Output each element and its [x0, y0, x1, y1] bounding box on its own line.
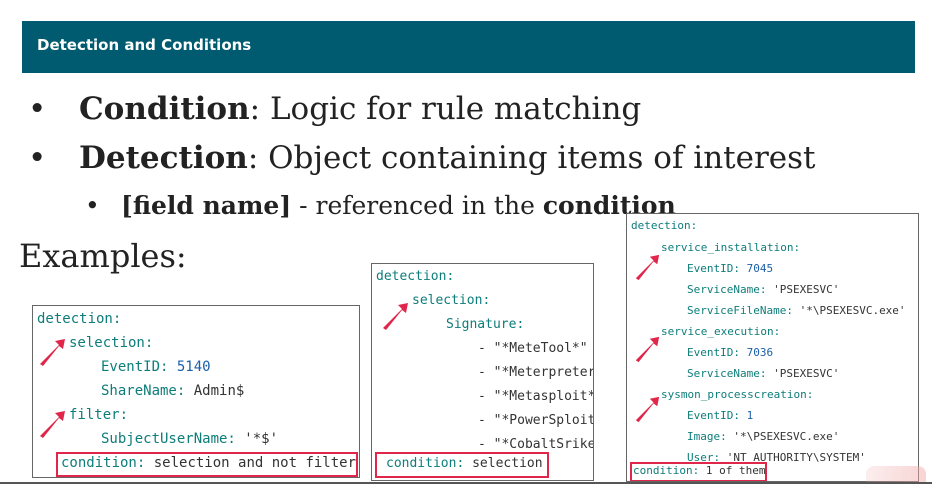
code-value: '*$'	[244, 431, 279, 447]
arrow-icon	[635, 336, 660, 363]
code-box-share-access: detection: selection: EventID: 5140 Shar…	[32, 305, 360, 478]
code-key: sysmon_processcreation:	[661, 388, 814, 401]
code-key: detection:	[37, 311, 122, 327]
code-key: EventID:	[101, 359, 169, 375]
code-key: detection:	[631, 219, 698, 232]
code-key: service_execution:	[661, 325, 781, 338]
code-value: - "*PowerSploit*"	[478, 413, 594, 428]
code-key: ServiceName:	[687, 283, 767, 296]
code-key: User:	[687, 451, 721, 464]
bullet-dot: •	[85, 191, 100, 220]
bullet-term: Condition	[79, 91, 250, 127]
code-value: 'PSEXESVC'	[773, 283, 840, 296]
watermark-logo	[866, 466, 926, 482]
condition-highlight	[375, 452, 549, 478]
code-value: 'NT AUTHORITY\SYSTEM'	[726, 451, 866, 464]
code-key: ServiceFileName:	[687, 304, 793, 317]
code-box-psexec: detection: service_installation: EventID…	[626, 213, 919, 482]
code-key: Signature:	[446, 317, 525, 332]
bullet-term: [field name]	[121, 191, 292, 220]
code-value: '*\PSEXESVC.exe'	[799, 304, 906, 317]
code-key: selection:	[69, 335, 154, 351]
code-value: - "*Metasploit*"	[478, 389, 594, 404]
code-value: 1	[746, 409, 754, 422]
code-key: condition:	[633, 464, 700, 477]
code-key: SubjectUserName:	[101, 431, 236, 447]
code-key: Image:	[687, 430, 727, 443]
arrow-icon	[40, 339, 65, 366]
code-value: 7045	[746, 262, 774, 275]
code-key: detection:	[376, 269, 455, 284]
code-value: selection	[472, 456, 543, 471]
condition-highlight	[630, 462, 767, 481]
code-value: selection and not filter	[153, 455, 357, 471]
code-key: condition:	[386, 456, 465, 471]
bottom-divider	[0, 482, 932, 484]
code-key: service_installation:	[661, 241, 801, 254]
bullet-text: - referenced in the	[291, 191, 543, 220]
slide-header: Detection and Conditions	[22, 21, 915, 73]
examples-label: Examples:	[19, 237, 187, 275]
code-value: 'PSEXESVC'	[773, 367, 840, 380]
bullet-text: : Logic for rule matching	[249, 91, 642, 127]
code-value: 5140	[176, 359, 211, 375]
arrow-icon	[635, 396, 660, 423]
arrow-icon	[635, 254, 660, 281]
code-value: 1 of them	[705, 464, 766, 477]
slide-title: Detection and Conditions	[37, 36, 252, 54]
arrow-icon	[40, 411, 65, 438]
bullet-condition: • Condition: Logic for rule matching	[28, 94, 641, 125]
code-key: EventID:	[687, 262, 740, 275]
code-value: '*\PSEXESVC.exe'	[733, 430, 840, 443]
bullet-detection: • Detection: Object containing items of …	[28, 143, 816, 174]
condition-highlight	[56, 452, 358, 477]
code-value: - "*CobaltSrike*"	[478, 437, 594, 452]
code-key: filter:	[69, 407, 129, 423]
arrow-icon	[383, 303, 408, 330]
bullet-dot: •	[28, 91, 47, 127]
code-key: condition:	[61, 455, 146, 471]
code-key: EventID:	[687, 409, 740, 422]
bullet-term: Detection	[79, 140, 248, 176]
code-value: Admin$	[193, 383, 245, 399]
code-value: - "*MeteTool*"	[478, 341, 588, 356]
bullet-dot: •	[28, 140, 47, 176]
code-box-malware-signature: detection: selection: Signature: - "*Met…	[371, 263, 594, 481]
code-key: selection:	[412, 293, 491, 308]
code-value: 7036	[746, 346, 774, 359]
bullet-text: : Object containing items of interest	[247, 140, 816, 176]
code-key: EventID:	[687, 346, 740, 359]
code-key: ShareName:	[101, 383, 186, 399]
bullet-field-name: • [field name] - referenced in the condi…	[85, 193, 676, 218]
code-key: ServiceName:	[687, 367, 767, 380]
code-value: - "*Meterpreter*"	[478, 365, 594, 380]
